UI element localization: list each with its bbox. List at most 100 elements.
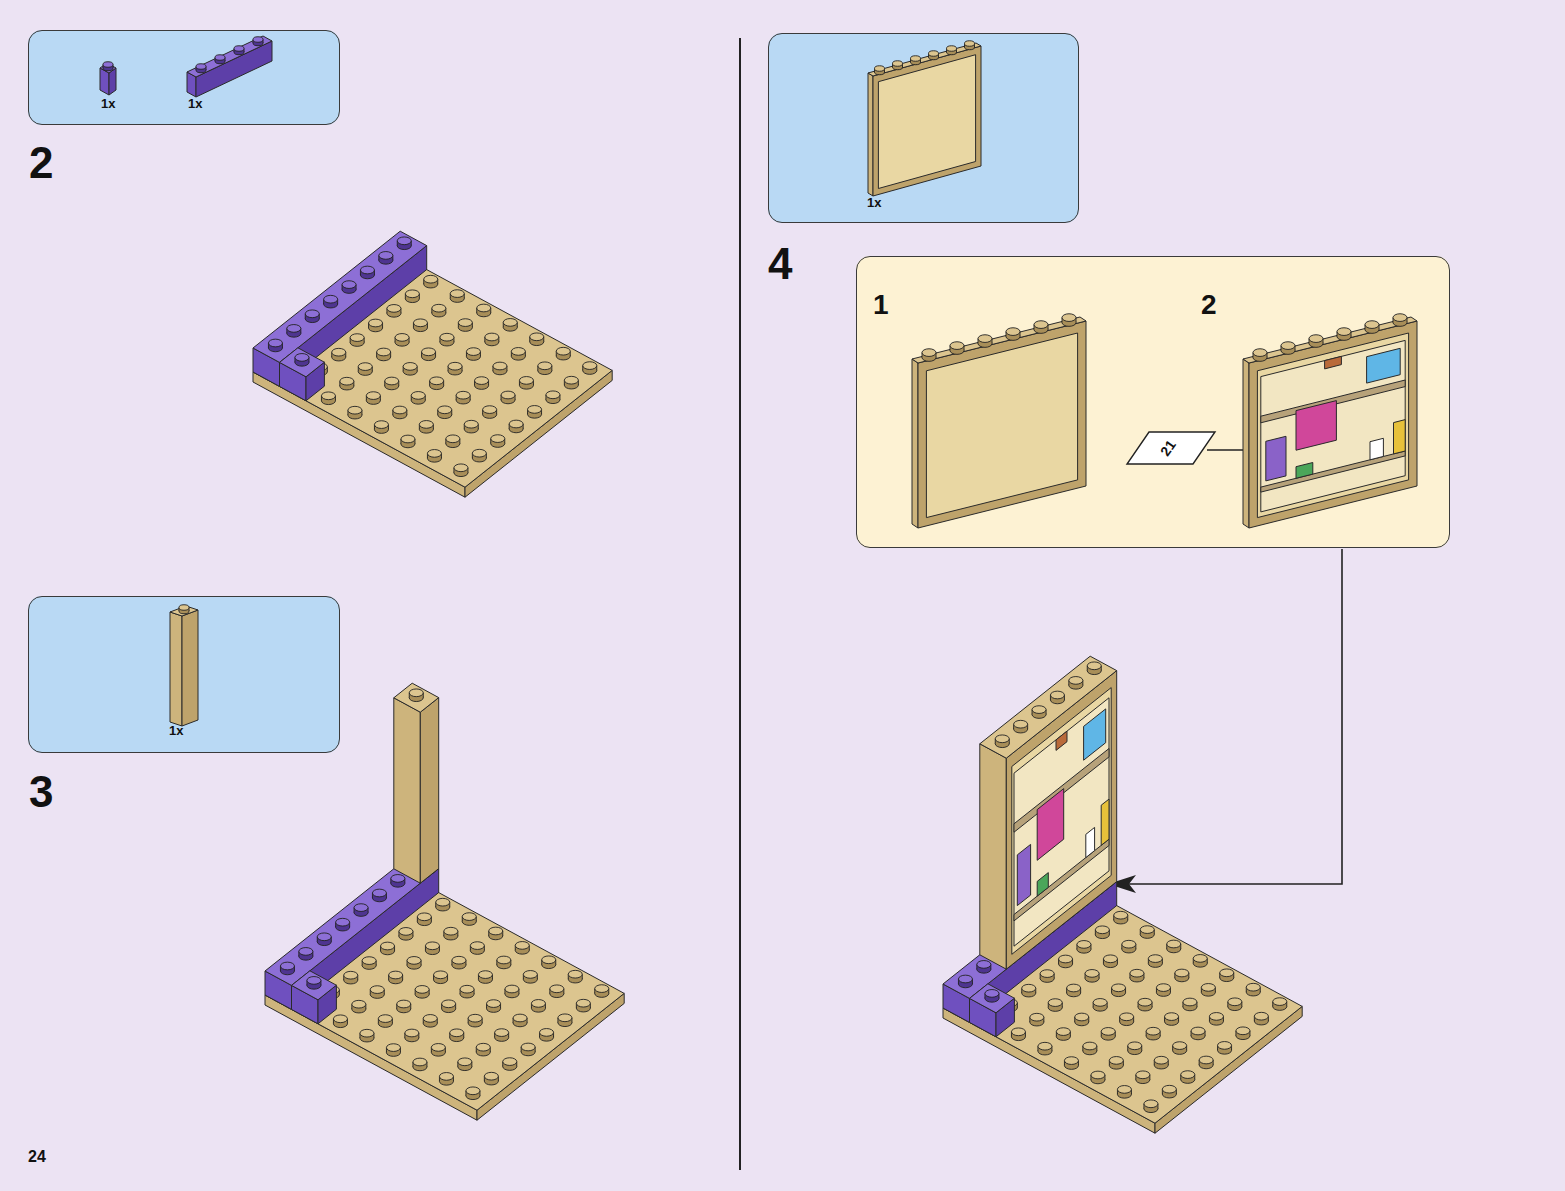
stud	[503, 319, 517, 327]
stud	[342, 281, 356, 289]
stud	[423, 1015, 437, 1023]
substep-number: 2	[1201, 291, 1217, 319]
stud	[1167, 940, 1181, 948]
stud	[523, 971, 537, 979]
stud	[460, 985, 474, 993]
stud	[1006, 328, 1020, 336]
stud	[317, 933, 331, 941]
stud	[366, 392, 380, 400]
panel-recess	[1012, 688, 1111, 955]
stud	[360, 266, 374, 274]
stud	[352, 1000, 366, 1008]
stud	[576, 999, 590, 1007]
stud	[1228, 998, 1242, 1006]
stud	[1144, 1100, 1158, 1108]
stud	[466, 1087, 480, 1095]
stud	[1191, 1027, 1205, 1035]
stud	[389, 971, 403, 979]
stud	[583, 362, 597, 370]
stud	[354, 904, 368, 912]
stud	[505, 985, 519, 993]
step-number: 3	[29, 770, 53, 814]
stud	[1253, 349, 1267, 357]
stud	[1173, 1042, 1187, 1050]
stud	[1337, 328, 1351, 336]
stud	[1254, 1012, 1268, 1020]
stud	[452, 956, 466, 964]
stud	[411, 392, 425, 400]
stud	[530, 333, 544, 341]
stud	[401, 435, 415, 443]
stud	[1201, 984, 1215, 992]
stud	[472, 449, 486, 457]
stud	[332, 348, 346, 356]
stud	[415, 986, 429, 994]
stud	[450, 290, 464, 298]
substep-fill	[856, 256, 1450, 548]
stud	[409, 689, 423, 697]
page-number: 24	[28, 1149, 46, 1165]
quantity-label: 1x	[101, 97, 115, 110]
stud	[458, 319, 472, 327]
stud	[531, 1000, 545, 1008]
stud	[528, 406, 542, 414]
panel-recess	[926, 333, 1077, 518]
leader-arrow	[1128, 549, 1342, 884]
stud	[1112, 984, 1126, 992]
stud	[1095, 926, 1109, 934]
stud	[434, 971, 448, 979]
stud	[1085, 970, 1099, 978]
stud	[1146, 1027, 1160, 1035]
panel-recess	[1257, 333, 1408, 518]
brick-shape	[253, 255, 612, 487]
stud	[1120, 1013, 1134, 1021]
stud	[370, 986, 384, 994]
stud	[253, 37, 263, 43]
stud	[1101, 1028, 1115, 1036]
stud	[307, 977, 321, 985]
stud	[419, 421, 433, 429]
stud	[1011, 1028, 1025, 1036]
brick-shape	[420, 698, 438, 884]
stud	[1193, 955, 1207, 963]
stud	[515, 942, 529, 950]
stud	[350, 334, 364, 342]
stud	[1064, 1057, 1078, 1065]
stud	[478, 971, 492, 979]
stud	[405, 290, 419, 298]
stud	[1062, 314, 1076, 322]
stud	[922, 349, 936, 357]
stud	[1075, 1013, 1089, 1021]
parts-callout: 1x	[768, 33, 1079, 223]
brick-shape	[182, 610, 198, 726]
stud	[1040, 970, 1054, 978]
stud	[413, 319, 427, 327]
stud	[491, 435, 505, 443]
stud	[464, 420, 478, 428]
stud	[1138, 998, 1152, 1006]
stud	[393, 406, 407, 414]
stud	[1162, 1085, 1176, 1093]
stud	[1236, 1027, 1250, 1035]
parts-fill	[28, 596, 340, 753]
stud	[295, 354, 309, 362]
sticker-ball	[1370, 438, 1383, 460]
stud	[1087, 662, 1101, 670]
stud	[454, 464, 468, 472]
stud	[348, 406, 362, 414]
stud	[1030, 1013, 1044, 1021]
quantity-label: 1x	[867, 196, 881, 209]
stud	[1117, 1086, 1131, 1094]
stud	[103, 62, 113, 68]
stud	[513, 1014, 527, 1022]
stud	[268, 339, 282, 347]
stud	[564, 376, 578, 384]
stud	[1154, 1056, 1168, 1064]
stud	[503, 1058, 517, 1066]
stud	[179, 605, 189, 611]
stud	[476, 1043, 490, 1051]
stud	[521, 1043, 535, 1051]
stud	[385, 377, 399, 385]
stud	[448, 362, 462, 370]
